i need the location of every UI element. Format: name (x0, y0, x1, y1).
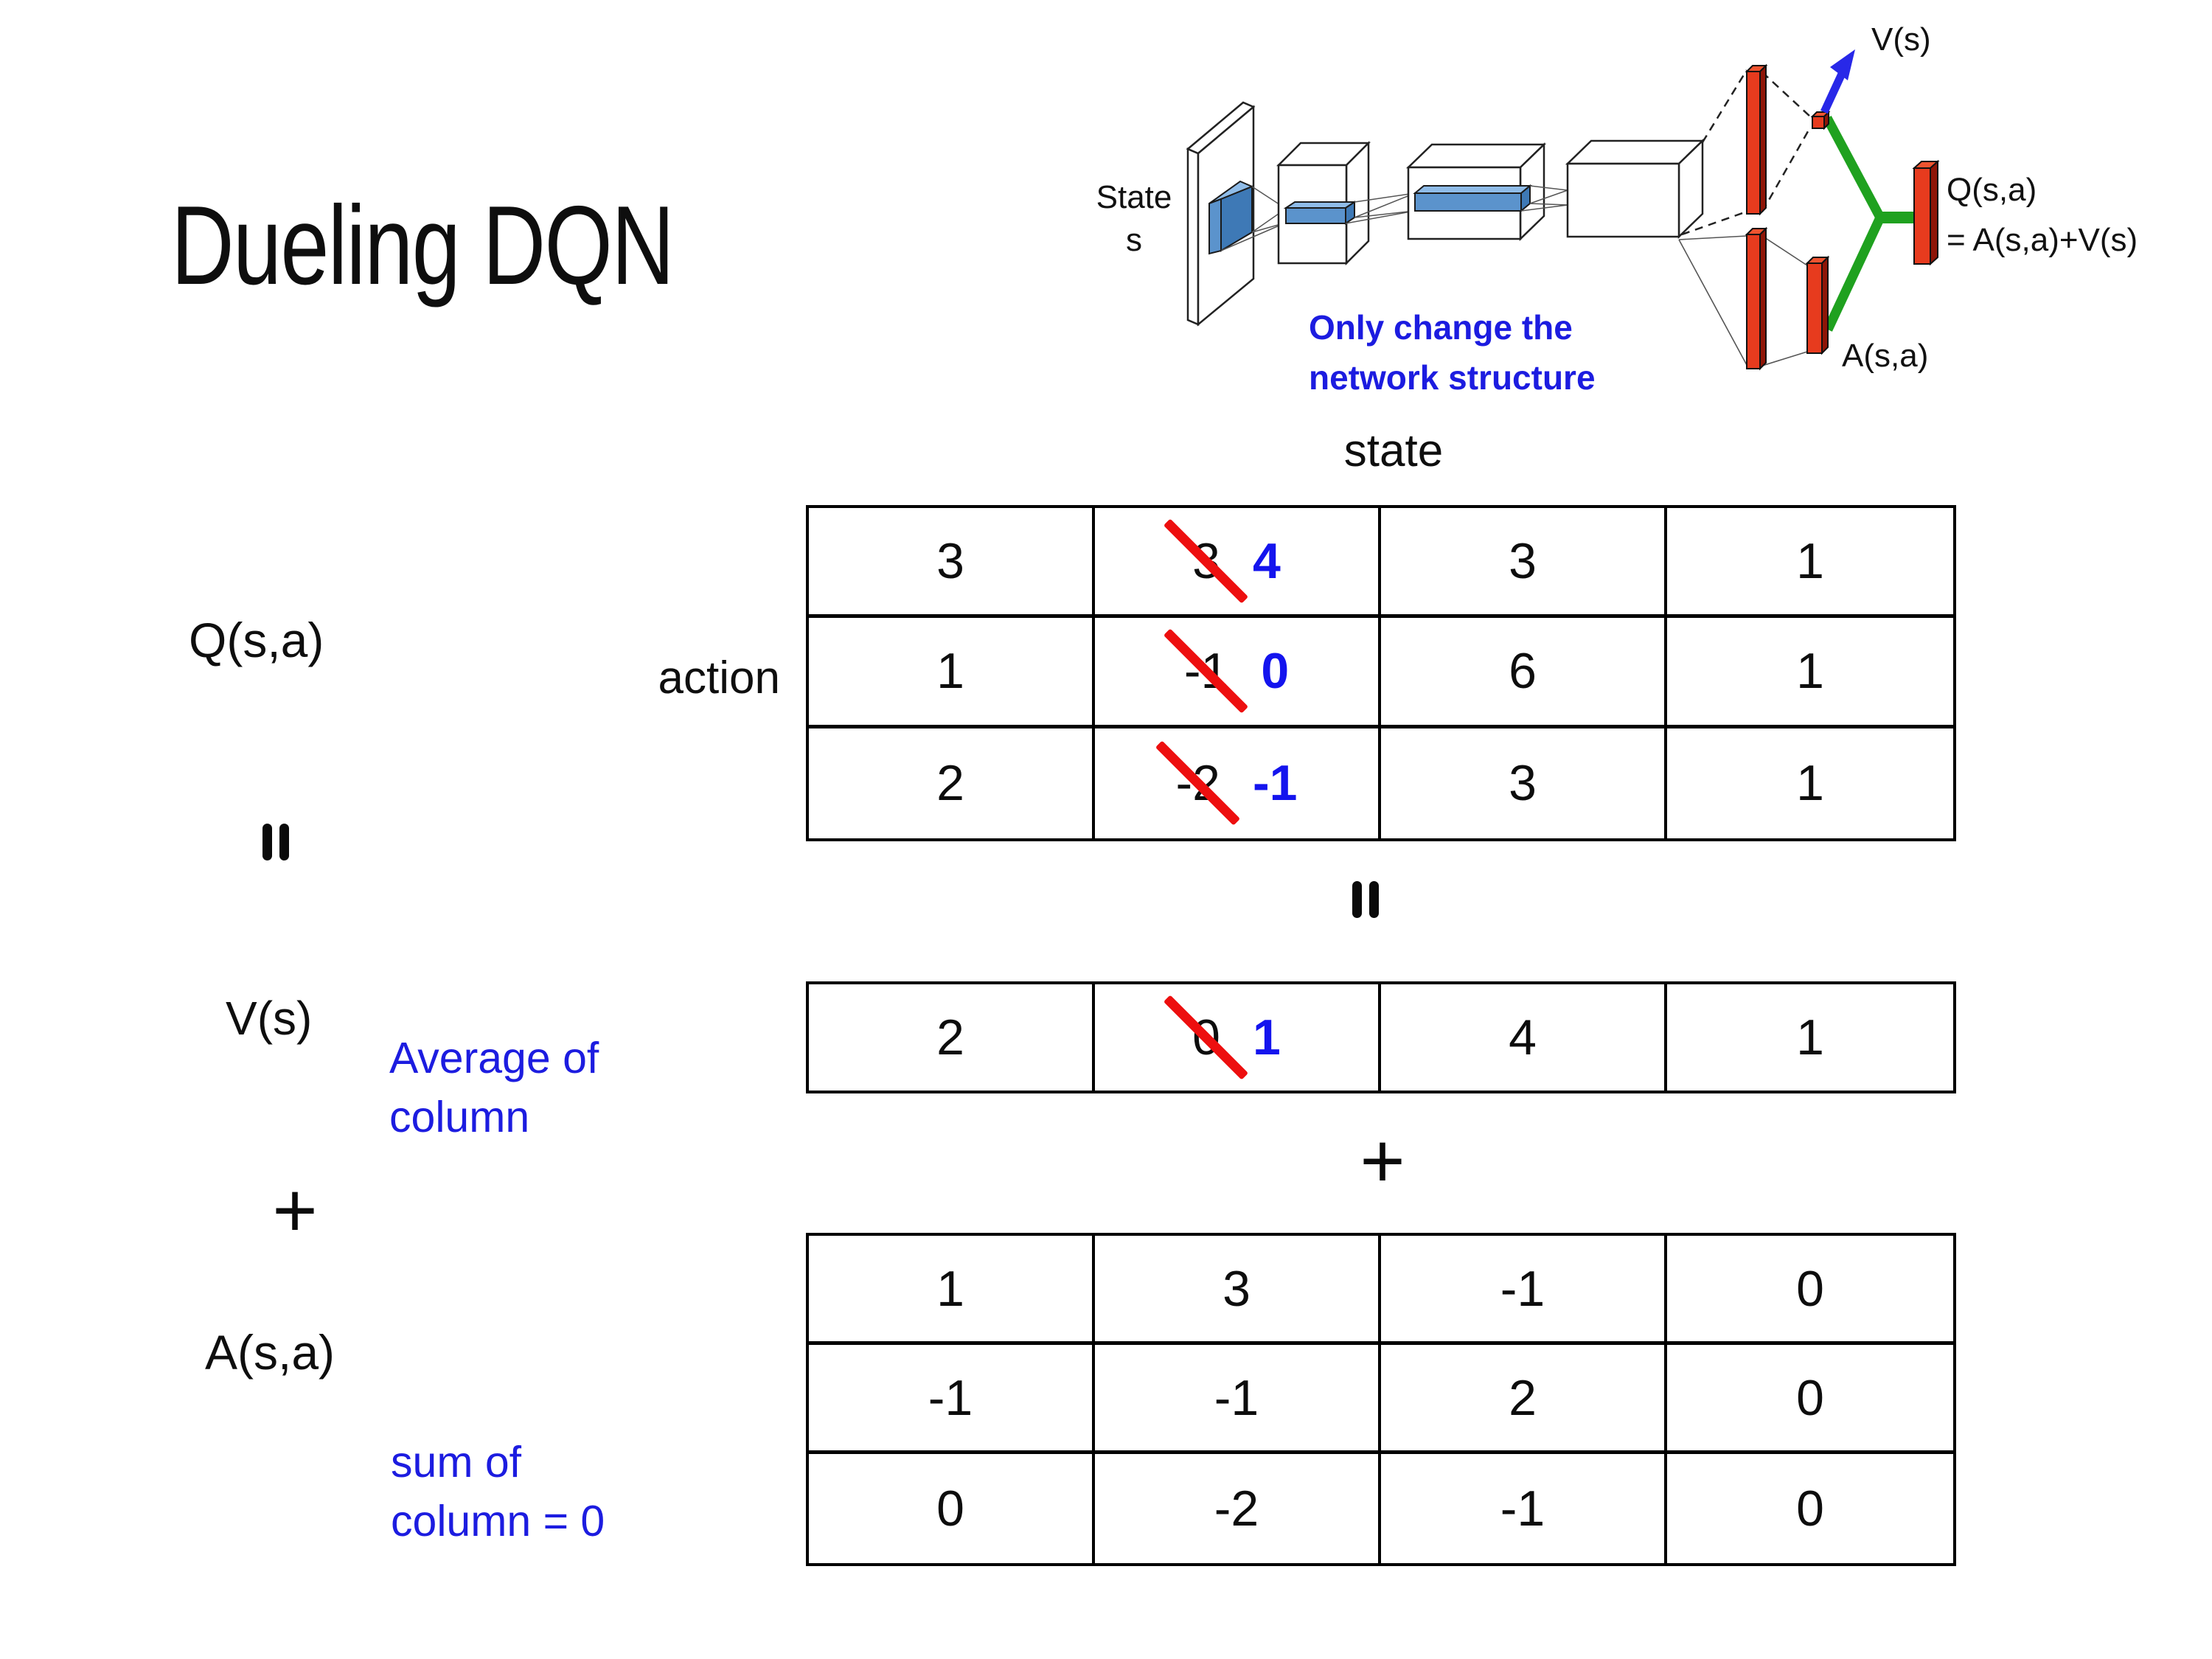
diagram-state-label: State (1096, 179, 1172, 215)
projection-lines (1345, 192, 1416, 224)
strike-slash-icon (1163, 628, 1249, 714)
q-matrix-label: Q(s,a) (189, 613, 324, 667)
advantage-table: 1 3 -1 0 -1 -1 2 0 0 -2 -1 0 (806, 1233, 1956, 1566)
table-cell: 1 (1796, 1009, 1824, 1065)
table-cell: 0 (809, 1454, 1095, 1563)
average-note-line1: Average of (389, 1034, 599, 1082)
struck-value: -1 (1163, 628, 1249, 714)
table-cell: -2 (1095, 1454, 1381, 1563)
fc-bar-value (1745, 63, 1768, 216)
page-title: Dueling DQN (171, 183, 675, 308)
table-cell: 2 (809, 728, 1095, 838)
table-cell: -1 (809, 1345, 1095, 1454)
struck-value: -2 (1155, 740, 1240, 826)
conv-box-3 (1565, 139, 1705, 239)
table-cell-revised: 0 1 (1095, 984, 1381, 1091)
projection-lines (1520, 185, 1568, 212)
equals-bar (279, 824, 289, 860)
table-cell: 0 (1667, 1236, 1953, 1345)
aggregation-green-connector (1823, 115, 1917, 332)
table-cell: 3 (809, 508, 1095, 619)
action-header: action (658, 653, 780, 703)
table-cell: 3 (1381, 728, 1667, 838)
state-header: state (1343, 425, 1444, 476)
revised-value: -1 (1253, 755, 1298, 812)
table-cell-revised: 3 4 (1095, 508, 1381, 619)
plus-symbol-center: + (1360, 1118, 1405, 1204)
table-cell: 1 (1796, 755, 1824, 812)
a-output-bar (1805, 255, 1830, 355)
table-cell: 2 (809, 984, 1095, 1091)
table-cell: 3 (1095, 1236, 1381, 1345)
revised-value: 1 (1253, 1009, 1281, 1065)
strike-slash-icon (1155, 740, 1240, 826)
diagram-state-s-label: s (1126, 222, 1142, 258)
equals-bar (1352, 881, 1362, 918)
fc-bar-advantage (1745, 226, 1768, 371)
table-cell: 1 (809, 618, 1095, 728)
table-cell: 2 (1381, 1345, 1667, 1454)
average-note-line2: column (389, 1092, 530, 1141)
v-scalar-node (1810, 110, 1831, 131)
q-value-table: 3 3 4 3 1 1 -1 0 6 1 2 -2 -1 3 1 (806, 505, 1956, 841)
table-cell: 0 (1796, 1481, 1824, 1537)
table-cell: -1 (1381, 1454, 1667, 1563)
q-output-bar (1912, 159, 1940, 266)
table-cell: 1 (809, 1236, 1095, 1345)
revised-value: 4 (1253, 533, 1281, 590)
table-cell: 3 (1381, 508, 1667, 619)
table-cell: 6 (1381, 618, 1667, 728)
diagram-q-label-line1: Q(s,a) (1947, 172, 2037, 208)
conv-filter-wedge (1208, 180, 1254, 255)
table-cell: 0 (1667, 1345, 1953, 1454)
table-cell-revised: -1 0 (1095, 618, 1381, 728)
diagram-vs-label: V(s) (1871, 21, 1931, 58)
feature-slab-2 (1413, 184, 1532, 213)
a-matrix-label: A(s,a) (205, 1325, 335, 1380)
equals-rotated-center (1352, 881, 1379, 918)
equals-bar (1369, 881, 1379, 918)
v-output-arrow (1820, 49, 1855, 114)
advantage-stream-connectors (1678, 235, 1808, 366)
table-cell: 1 (1667, 618, 1953, 728)
table-cell: -1 (1381, 1236, 1667, 1345)
struck-value: 3 (1163, 518, 1249, 604)
diagram-q-label-line2: = A(s,a)+V(s) (1947, 222, 2138, 258)
table-cell: 1 (1667, 508, 1953, 619)
dueling-network-diagram: State s V(s) Q(s,a) = A(s,a)+V(s) A(s,a)… (1096, 21, 2138, 397)
sum-of-column-note: sum of column = 0 (391, 1433, 605, 1551)
table-cell: 4 (1381, 984, 1667, 1091)
sum-note-line1: sum of (391, 1438, 522, 1486)
diagram-note-line1: Only change the (1309, 308, 1573, 347)
strike-slash-icon (1163, 995, 1249, 1080)
diagram-asa-label: A(s,a) (1842, 338, 1928, 374)
value-stream-dashed-connectors (1681, 69, 1812, 236)
sum-note-line2: column = 0 (391, 1496, 605, 1545)
plus-symbol-left: + (272, 1167, 318, 1253)
average-of-column-note: Average of column (389, 1029, 599, 1147)
table-cell: -1 (1095, 1345, 1381, 1454)
table-cell-revised: -2 -1 (1095, 728, 1381, 838)
revised-value: 0 (1261, 643, 1290, 700)
struck-value: 0 (1163, 995, 1249, 1080)
equals-bar (262, 824, 272, 860)
v-matrix-label: V(s) (226, 992, 313, 1045)
diagram-note-line2: network structure (1309, 358, 1596, 397)
feature-slab-1 (1283, 201, 1357, 225)
strike-slash-icon (1163, 518, 1249, 604)
equals-rotated-left (262, 824, 289, 860)
v-value-table: 2 0 1 4 1 (806, 981, 1956, 1093)
